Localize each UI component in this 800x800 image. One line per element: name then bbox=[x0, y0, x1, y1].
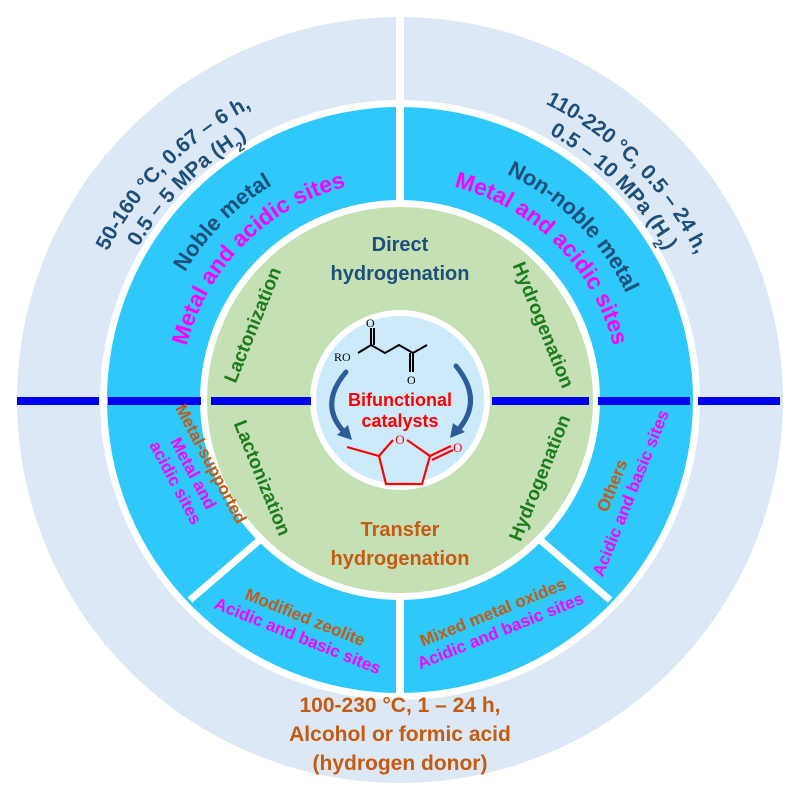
bottom-vertical-separator bbox=[396, 596, 404, 700]
center-title-1: Bifunctional bbox=[348, 390, 452, 410]
outer-bottom-line3: (hydrogen donor) bbox=[313, 752, 488, 775]
lactone-carbonyl-1 bbox=[429, 445, 452, 457]
reactant-molecule bbox=[357, 328, 428, 372]
outer-bottom-line2: Alcohol or formic acid bbox=[289, 723, 511, 746]
center-title-2: catalysts bbox=[361, 411, 438, 431]
transfer-title-1: Transfer bbox=[361, 519, 440, 541]
outer-bottom-line1: 100-230 °C, 1 – 24 h, bbox=[299, 694, 500, 717]
divider-left-inner bbox=[211, 397, 311, 405]
divider-right-middle bbox=[598, 397, 690, 405]
divider-left-middle bbox=[108, 397, 201, 405]
direct-title-2: hydrogenation bbox=[331, 263, 470, 285]
divider-right-inner bbox=[492, 397, 589, 405]
reactant-skeleton bbox=[357, 343, 428, 355]
divider-left-outer bbox=[17, 397, 99, 405]
top-vertical-separator bbox=[396, 10, 404, 207]
right-curved-arrow-icon bbox=[450, 363, 473, 438]
product-ring-o: O bbox=[395, 432, 404, 447]
reactant-o-bottom: O bbox=[407, 373, 416, 387]
product-carbonyl-o: O bbox=[453, 440, 462, 455]
reactant-ro: RO bbox=[334, 350, 351, 364]
direct-title-1: Direct bbox=[372, 234, 429, 256]
left-curved-arrow-icon bbox=[329, 369, 352, 440]
bottom-right-separator bbox=[535, 535, 613, 603]
divider-right-outer bbox=[698, 397, 780, 405]
bottom-left-separator bbox=[187, 535, 265, 603]
product-molecule bbox=[346, 439, 454, 486]
transfer-title-2: hydrogenation bbox=[331, 548, 470, 570]
core-circle bbox=[316, 316, 484, 484]
lactone-ring bbox=[377, 439, 432, 486]
reactant-o-top: O bbox=[366, 316, 375, 330]
lactone-carbonyl-2 bbox=[431, 449, 454, 461]
